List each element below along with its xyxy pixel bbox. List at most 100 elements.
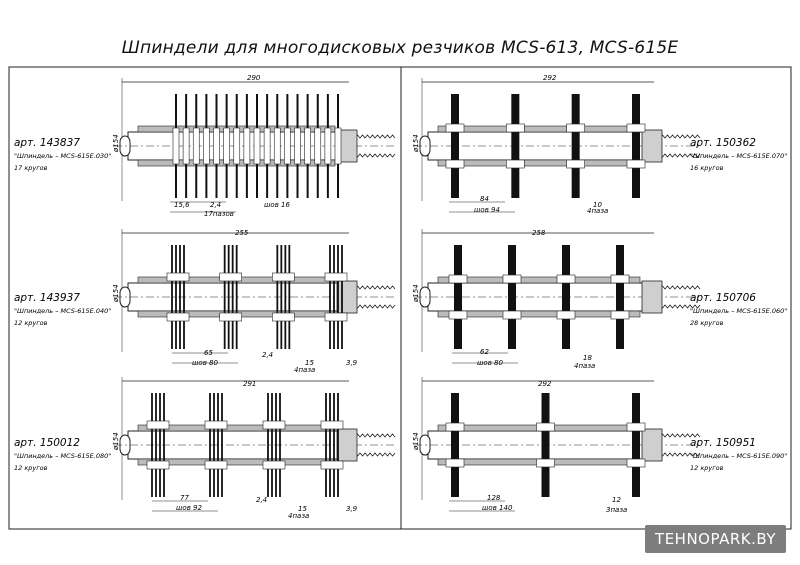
art-label: арт. 150362 — [690, 137, 756, 149]
cutter-disk — [227, 245, 230, 349]
dimension-label: 10 — [593, 201, 602, 209]
cutter-disk — [235, 245, 238, 349]
cutter-disk — [337, 245, 339, 349]
disk-hub — [566, 159, 585, 169]
cutter-disk — [221, 393, 223, 497]
disk-hub — [536, 422, 555, 432]
dimension-label: 84 — [480, 195, 489, 203]
spacer — [223, 127, 230, 165]
cutter-disk — [276, 245, 279, 349]
disk-hub — [626, 458, 646, 468]
dimension-label: шов 16 — [264, 201, 290, 209]
nut — [336, 428, 358, 462]
cutter-disk — [333, 393, 335, 497]
disk-hub — [566, 123, 585, 133]
diameter-label: ø154 — [112, 134, 120, 153]
disk-hub — [166, 312, 190, 322]
cutter-disk — [451, 393, 459, 497]
disk-count: 16 кругов — [690, 164, 724, 172]
disk-hub — [448, 274, 468, 284]
hub-sleeve — [437, 310, 641, 318]
disk-hub — [626, 123, 646, 133]
disk-hub — [610, 310, 630, 320]
diameter-label: ø154 — [412, 134, 420, 153]
disk-hub — [324, 272, 348, 282]
disk-hub — [272, 312, 295, 322]
diameter-label: ø154 — [412, 432, 420, 451]
cutter-disk — [271, 393, 273, 497]
disk-hub — [445, 159, 465, 169]
cutter-disk — [275, 393, 277, 497]
cutter-disk — [632, 393, 640, 497]
cutter-disk — [541, 393, 550, 497]
nut — [336, 280, 358, 314]
hub-sleeve — [437, 125, 641, 133]
dimension-label: 17пазов — [204, 210, 234, 218]
spacer — [284, 127, 291, 165]
hub-sleeve — [437, 159, 641, 167]
spacer — [182, 127, 190, 165]
spacer — [192, 127, 200, 165]
drawing-frame — [8, 66, 792, 530]
disk-hub — [272, 272, 295, 282]
spacer — [273, 127, 281, 165]
disk-hub — [610, 274, 630, 284]
dimension-label: 15 — [298, 505, 307, 513]
art-label: арт. 150951 — [690, 437, 756, 449]
cutter-disk — [163, 393, 165, 497]
cutter-disk — [217, 393, 219, 497]
spacer — [213, 127, 220, 165]
art-label: арт. 143937 — [14, 292, 80, 304]
cutter-disk — [616, 245, 624, 349]
dimension-label: 15 — [305, 359, 314, 367]
spacer — [294, 127, 301, 165]
spacer — [334, 127, 342, 165]
disk-hub — [320, 420, 344, 430]
disk-count: 17 кругов — [14, 164, 48, 172]
disk-hub — [324, 312, 348, 322]
cutter-disk — [329, 245, 331, 349]
spindle-name: "Шпиндель – MCS-615E.060" — [690, 307, 787, 315]
dimension-label: шов 140 — [482, 504, 513, 512]
cutter-disk — [280, 245, 283, 349]
cutter-disk — [341, 245, 343, 349]
dimension-label: 12 — [612, 496, 621, 504]
disk-hub — [219, 312, 242, 322]
dimension-label: 2,4 — [256, 496, 267, 504]
nut — [641, 428, 663, 462]
dimension-label: 62 — [480, 348, 489, 356]
total-length-label: 292 — [538, 380, 552, 388]
dimension-label: 18 — [583, 354, 592, 362]
dimension-label: 2,4 — [210, 201, 221, 209]
dimension-label: 2,4 — [262, 351, 273, 359]
disk-hub — [146, 460, 170, 470]
diameter-label: ø154 — [112, 284, 120, 303]
art-label: арт. 150706 — [690, 292, 756, 304]
disk-count: 28 кругов — [690, 319, 724, 327]
disk-count: 12 кругов — [14, 319, 48, 327]
dimension-label: 3,9 — [346, 505, 358, 513]
disk-count: 12 кругов — [14, 464, 48, 472]
cutter-disk — [284, 245, 287, 349]
spindle-name: "Шпиндель – MCS-615E.040" — [14, 307, 111, 315]
cutter-disk — [209, 393, 211, 497]
diameter-label: ø154 — [112, 432, 120, 451]
dimension-label: 4паза — [294, 366, 315, 374]
disk-hub — [506, 159, 525, 169]
cutter-disk — [333, 245, 335, 349]
spacer — [253, 127, 261, 165]
dimension-label: 128 — [487, 494, 501, 502]
dimension-label: 4паза — [574, 362, 595, 370]
disk-hub — [626, 159, 646, 169]
dimension-label: 15,6 — [174, 201, 190, 209]
total-length-label: 290 — [247, 74, 261, 82]
cutter-disk — [171, 245, 173, 349]
cutter-disk — [632, 94, 640, 198]
dimension-label: 3паза — [606, 506, 627, 514]
art-label: арт. 150012 — [14, 437, 80, 449]
spindle-group — [114, 78, 701, 512]
disk-hub — [262, 420, 286, 430]
cutter-disk — [151, 393, 153, 497]
spacer — [304, 127, 311, 165]
